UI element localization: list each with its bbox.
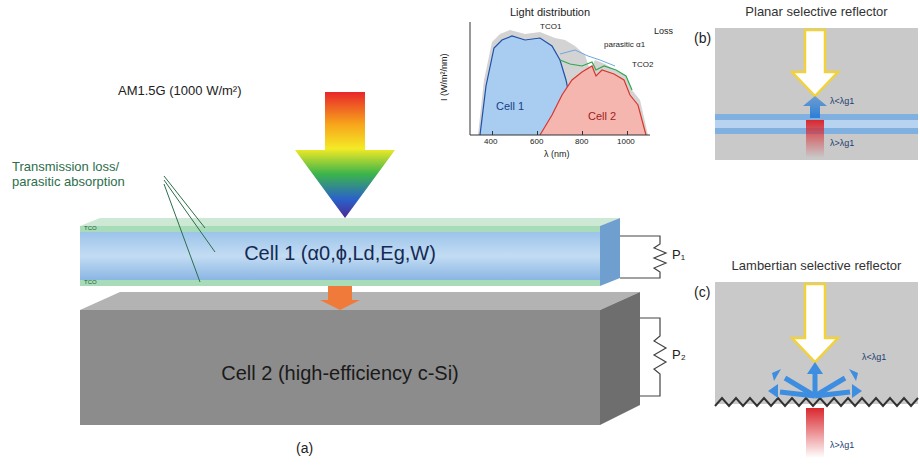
light-arrow xyxy=(320,286,360,310)
panel-heading: Lambertian selective reflector xyxy=(732,258,902,273)
reflector-panel: Lambertian selective reflector xyxy=(715,258,918,458)
panel-letter: (b) xyxy=(694,30,711,46)
tick-label: 800 xyxy=(575,137,588,146)
absorber-cell: Cell 1 (α0,ϕ,Ld,Eg,W) xyxy=(80,226,600,286)
chart-label: Cell 1 xyxy=(496,100,524,113)
chart-label: Cell 2 xyxy=(588,110,616,123)
load-label: P₂ xyxy=(672,348,686,363)
layer-label: TCO xyxy=(84,225,97,232)
chart-label: TCO2 xyxy=(632,60,653,69)
chart-label: TCO1 xyxy=(540,22,561,31)
wavelength-label: λ<λg1 xyxy=(862,352,886,362)
axis-title: I (W/m²/nm) xyxy=(439,53,449,101)
chart-title: Light distribution xyxy=(510,6,590,19)
cell-label: Cell 1 (α0,ϕ,Ld,Eg,W) xyxy=(244,242,436,265)
spectrum-label: AM1.5G (1000 W/m²) xyxy=(118,84,242,99)
panel-letter: (c) xyxy=(694,284,710,300)
reflector-panel: Planar selective reflector xyxy=(715,4,918,160)
panel-letter: (a) xyxy=(296,440,313,456)
wavelength-label: λ<λg1 xyxy=(830,96,854,106)
cell-label: Cell 2 (high-efficiency c-Si) xyxy=(221,362,459,385)
wavelength-label: λ>λg1 xyxy=(830,138,854,148)
tick-label: 1000 xyxy=(617,137,635,146)
load-label: P₁ xyxy=(672,248,685,263)
chart-label: Loss xyxy=(654,26,673,36)
axis-title: λ (nm) xyxy=(544,149,570,159)
panel-heading: Planar selective reflector xyxy=(745,4,887,19)
tick-label: 600 xyxy=(530,137,543,146)
wavelength-label: λ>λg1 xyxy=(830,440,854,450)
layer-label: TCO xyxy=(84,279,97,286)
silicon-cell: Cell 2 (high-efficiency c-Si) xyxy=(80,310,600,425)
loss-note: Transmission loss/ parasitic absorption xyxy=(12,160,162,190)
tick-label: 400 xyxy=(484,137,497,146)
chart-label: parasitic α1 xyxy=(604,40,645,49)
